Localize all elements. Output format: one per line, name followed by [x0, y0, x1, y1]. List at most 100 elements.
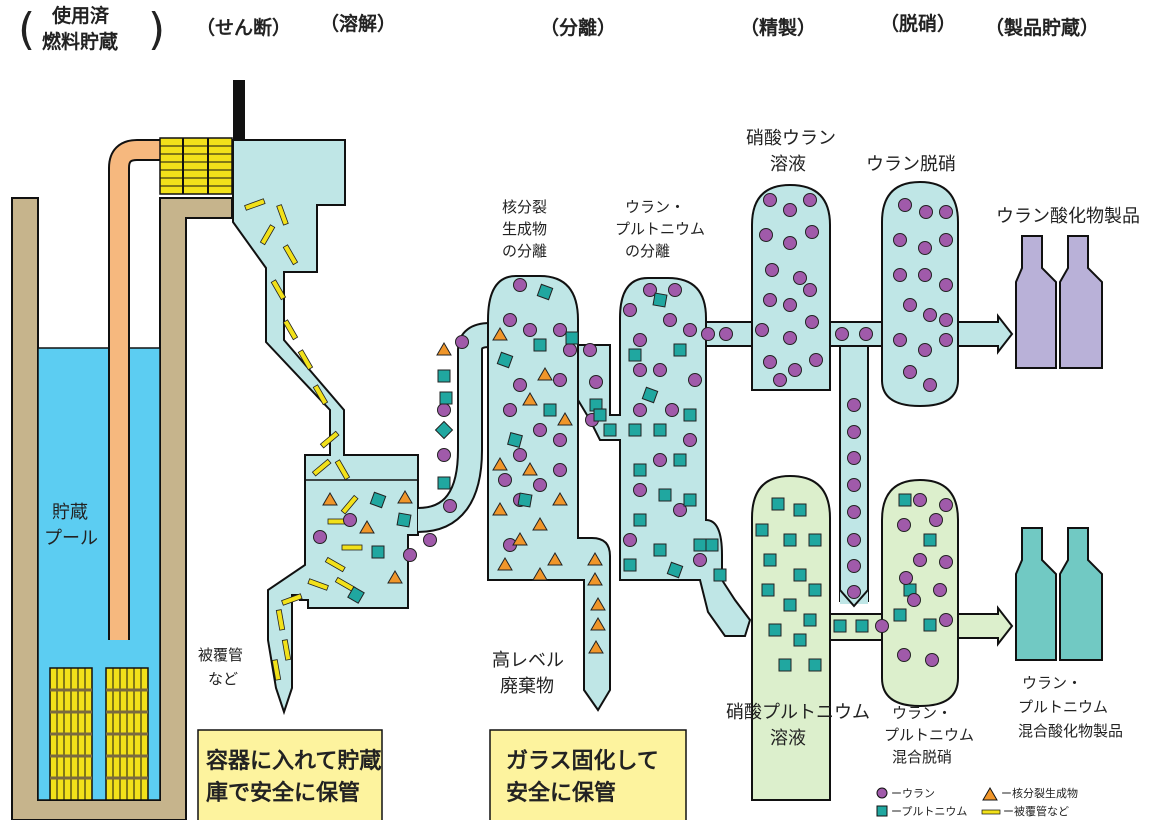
uranium-particle: [455, 335, 469, 349]
legend-cladding-label: ー被覆管など: [1003, 804, 1069, 818]
legend-fp-icon: [982, 787, 998, 801]
hlw-label-2: 廃棄物: [500, 676, 554, 696]
plutonium-particle: [496, 351, 514, 369]
uranium-particle: [633, 363, 647, 377]
uranium-particle: [788, 363, 802, 377]
uranium-particle: [623, 533, 637, 547]
plutonium-particle: [653, 543, 667, 557]
cladding-particle: [281, 593, 303, 606]
cladding-particle: [297, 349, 314, 371]
plutonium-particle: [783, 598, 797, 612]
uranium-particle: [847, 559, 861, 573]
storage-pool: [11, 137, 233, 820]
legend-fp-label: ー核分裂生成物: [1001, 786, 1078, 800]
plutonium-particle: [633, 463, 647, 477]
plutonium-particle: [673, 453, 687, 467]
cladding-particle: [341, 544, 363, 551]
uranium-particle: [553, 463, 567, 477]
mox-label-2: プルトニウム: [1018, 699, 1108, 716]
uranium-particle: [759, 228, 773, 242]
uranium-particle: [835, 327, 849, 341]
plutonium-particle: [898, 493, 912, 507]
stored-fuel-right: [105, 667, 149, 801]
vitrify-note-2: 安全に保管: [506, 780, 616, 805]
fp-particle: [587, 552, 603, 566]
plutonium-particle: [369, 491, 387, 509]
uranium-particle: [939, 278, 953, 292]
uranium-particle: [523, 323, 537, 337]
uranium-particle: [693, 553, 707, 567]
header-spent-fuel-1: 使用済: [51, 4, 110, 27]
fp-particle: [497, 557, 513, 571]
uranium-particle: [875, 619, 889, 633]
uranium-particle: [503, 403, 517, 417]
storage-note-1: 容器に入れて貯蔵: [206, 748, 381, 773]
uranium-particle: [533, 478, 547, 492]
uranium-particle: [623, 303, 637, 317]
plutonium-particle: [793, 503, 807, 517]
cladding-particle: [276, 204, 289, 226]
uranium-particle: [633, 333, 647, 347]
legend-plutonium-icon: [876, 805, 888, 817]
cladding-particle: [340, 494, 359, 515]
plutonium-particle: [923, 618, 937, 632]
uranium-particle: [313, 530, 327, 544]
uranium-particle: [763, 293, 777, 307]
fp-particle: [492, 327, 508, 341]
uranium-particle: [763, 355, 777, 369]
uranium-particle: [553, 373, 567, 387]
plutonium-particle: [641, 386, 659, 404]
legend-plutonium-label: ープルトニウム: [891, 805, 967, 818]
uranium-particle: [589, 375, 603, 389]
uranium-particle: [633, 483, 647, 497]
uranium-particle: [907, 593, 921, 607]
uranium-particle: [939, 313, 953, 327]
uranium-particle: [919, 205, 933, 219]
particles: [244, 193, 953, 681]
plutonium-particle: [761, 583, 775, 597]
fp-particle: [492, 502, 508, 516]
uranium-particle: [688, 373, 702, 387]
mixed-denit-label-3: 混合脱硝: [892, 749, 952, 766]
cladding-particle: [259, 224, 276, 246]
fp-particle: [532, 517, 548, 531]
plutonium-particle: [855, 619, 869, 633]
fp-sep-label-2: 生成物: [502, 221, 547, 238]
header-separation: （分離）: [540, 16, 616, 39]
uranium-particle: [847, 425, 861, 439]
stored-fuel-left: [49, 667, 93, 801]
mox-label-3: 混合酸化物製品: [1018, 723, 1123, 740]
uranium-particle: [939, 333, 953, 347]
uranium-particle: [513, 278, 527, 292]
fp-particle: [322, 492, 338, 506]
plutonium-particle: [543, 403, 557, 417]
cladding-particle: [282, 244, 299, 266]
shear-and-dissolver: [232, 80, 491, 716]
header-spent-fuel-2: 燃料貯蔵: [42, 30, 118, 53]
fp-particle: [359, 520, 375, 534]
u-oxide-bottles: [1015, 235, 1103, 369]
uranium-particle: [903, 365, 917, 379]
u-denit-label: ウラン脱硝: [866, 154, 956, 174]
pu-nitrate-label-2: 溶液: [770, 728, 806, 748]
uranium-particle: [701, 327, 715, 341]
uranium-particle: [653, 453, 667, 467]
plutonium-particle: [434, 420, 454, 440]
plutonium-particle: [808, 658, 822, 672]
plutonium-particle: [593, 408, 607, 422]
cladding-particle: [275, 609, 286, 631]
uranium-particle: [755, 323, 769, 337]
uranium-particle: [783, 298, 797, 312]
plutonium-particle: [793, 568, 807, 582]
storage-note-2: 庫で安全に保管: [206, 780, 360, 805]
uranium-particle: [923, 378, 937, 392]
uranium-particle: [805, 315, 819, 329]
uranium-particle: [933, 583, 947, 597]
plutonium-particle: [771, 497, 785, 511]
fp-particle: [492, 457, 508, 471]
fp-particle: [512, 532, 528, 546]
uranium-particle: [437, 403, 451, 417]
plutonium-particle: [396, 512, 412, 528]
legend-uranium-icon: [876, 787, 888, 799]
fp-particle: [397, 490, 413, 504]
